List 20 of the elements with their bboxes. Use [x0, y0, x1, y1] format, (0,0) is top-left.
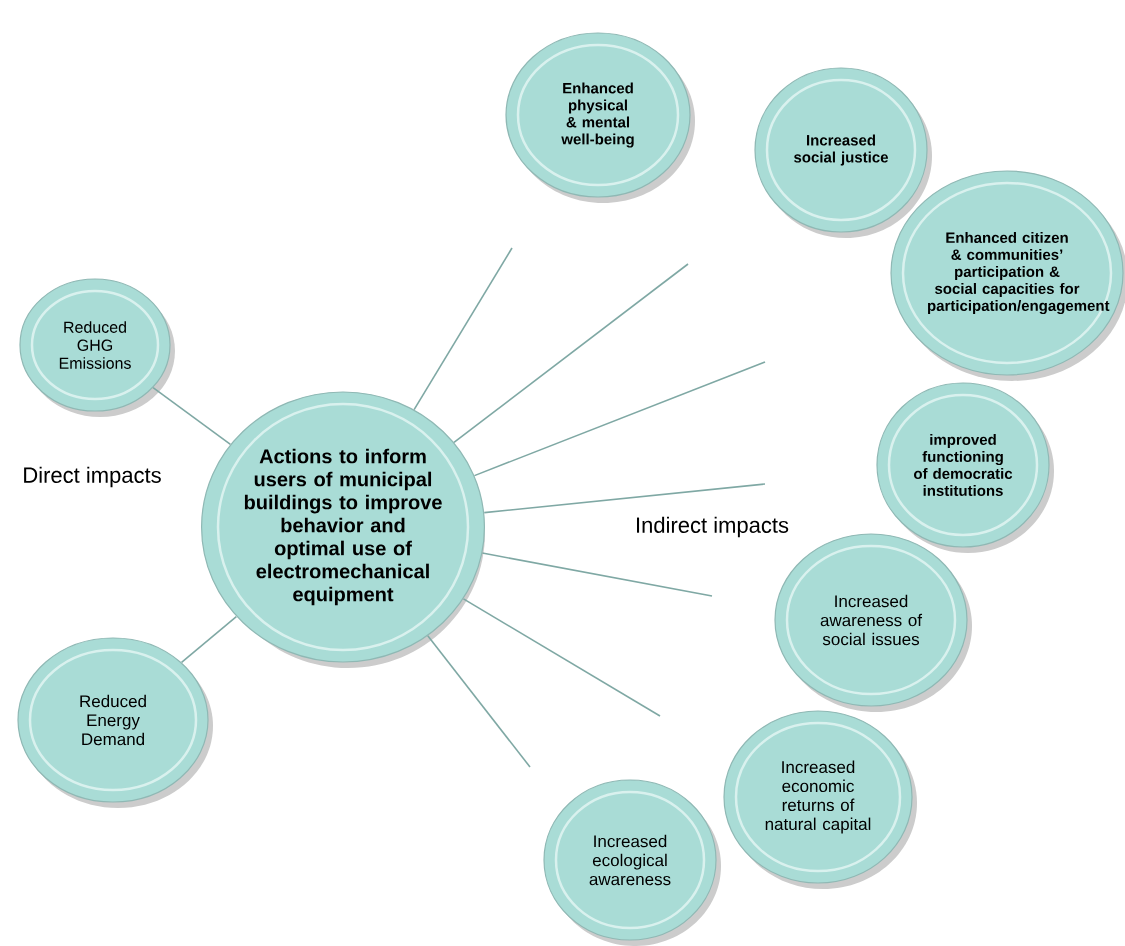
circle-node: Increased awareness of social issues — [774, 533, 968, 707]
circle-node: Increased economic returns of natural capital — [723, 710, 913, 884]
circle-node: Enhanced citizen & communities’ participation & social capacities for participation/engagement — [890, 170, 1124, 376]
circle-node: Increased social justice — [754, 67, 928, 233]
connector-line — [413, 247, 513, 411]
circle-node: Increased ecological awareness — [543, 779, 717, 941]
circle-node: Actions to inform users of municipal buildings to improve behavior and optimal use of electromechanical equipment — [201, 391, 486, 663]
connector-line — [462, 598, 661, 717]
circle-node: improved functioning of democratic institutions — [876, 382, 1050, 548]
connector-line — [180, 615, 238, 664]
connector-line — [473, 361, 766, 477]
connector-line — [152, 386, 232, 446]
circle-node: Reduced Energy Demand — [17, 637, 209, 803]
connector-line — [483, 483, 766, 514]
impact-label: Direct impacts — [24, 466, 161, 488]
connector-line — [481, 552, 713, 597]
circle-node: Reduced GHG Emissions — [19, 278, 171, 412]
connector-line — [453, 263, 689, 444]
connector-line — [426, 635, 531, 768]
circle-node: Enhanced physical & mental well-being — [505, 32, 691, 198]
